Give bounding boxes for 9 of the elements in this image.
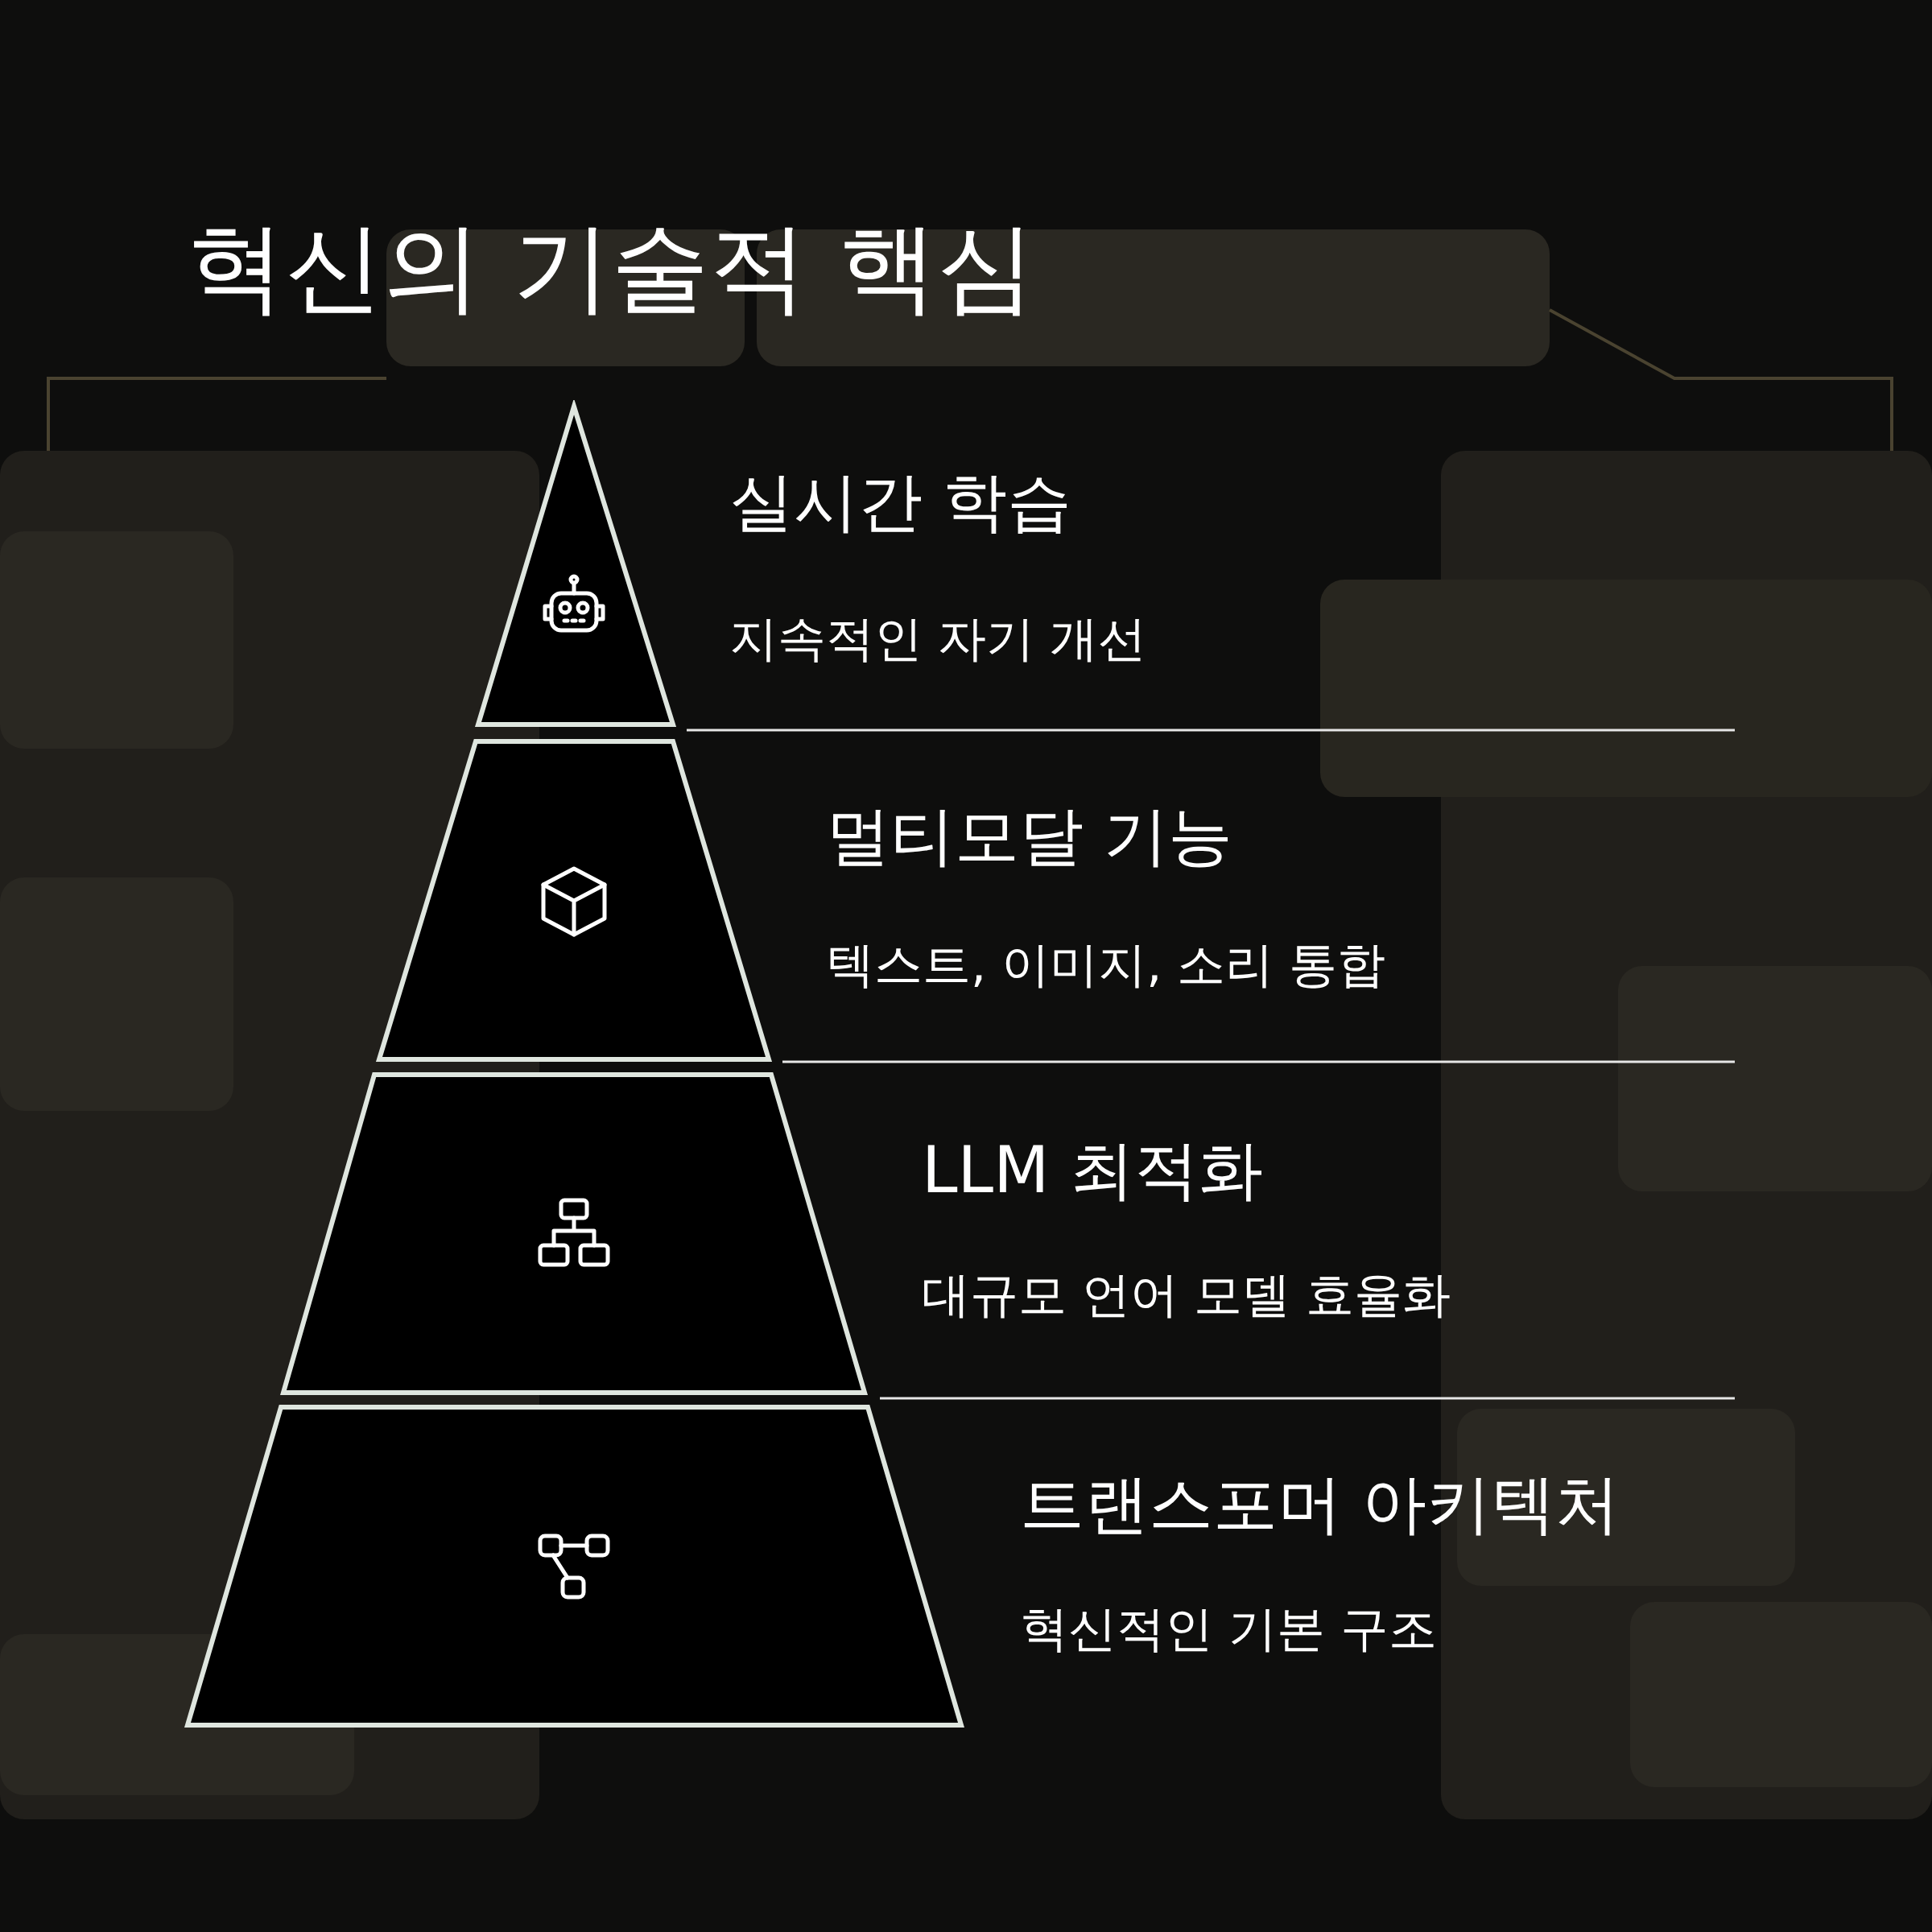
title: 혁신의 기술적 핵심 — [187, 213, 1035, 322]
tier-heading: 멀티모달 기능 — [826, 801, 1233, 872]
tier-heading: 실시간 학습 — [729, 467, 1072, 538]
tier-description: 텍스트, 이미지, 소리 통합 — [826, 938, 1386, 991]
tier-description: 지속적인 자기 개선 — [729, 612, 1147, 665]
tier-heading: LLM 최적화 — [922, 1135, 1263, 1206]
tier-heading: 트랜스포머 아키텍처 — [1020, 1469, 1620, 1540]
tier-description: 혁신적인 기본 구조 — [1020, 1602, 1438, 1655]
tier-description: 대규모 언어 모델 효율화 — [922, 1268, 1451, 1321]
